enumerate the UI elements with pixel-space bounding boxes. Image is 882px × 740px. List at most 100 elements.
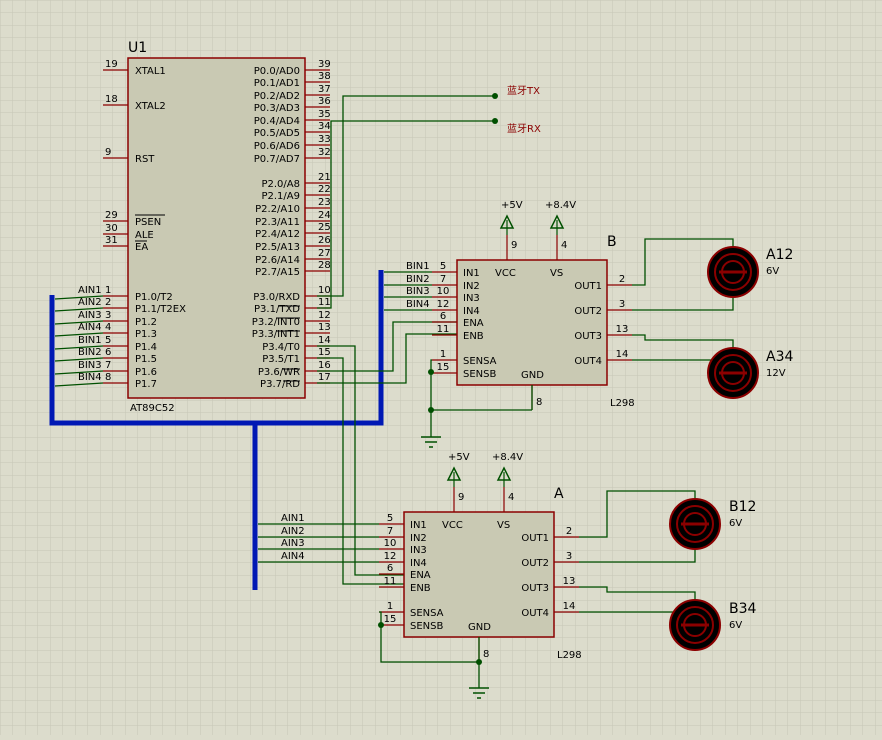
u1-pin-number: 39 <box>318 59 331 70</box>
u1-pin-number: 17 <box>318 372 331 383</box>
net-label: BIN2 <box>406 274 430 285</box>
u1-pin-number: 9 <box>105 147 111 158</box>
driver-pin-number: 1 <box>387 601 393 612</box>
net-label: AIN1 <box>281 513 305 524</box>
motor-voltage: 6V <box>729 518 742 529</box>
u1-pin-number: 37 <box>318 84 331 95</box>
driver-pin-number: 7 <box>440 274 446 285</box>
driver-pin-name: OUT2 <box>521 558 549 569</box>
driver-pin-name: IN2 <box>410 533 427 544</box>
driver-pin-name: OUT4 <box>574 356 602 367</box>
u1-pin-number: 5 <box>105 335 111 346</box>
u1-pin-name: P3.5/T1 <box>262 354 300 365</box>
bt-rx-terminal[interactable] <box>492 118 498 124</box>
vcc-label: VCC <box>442 520 463 531</box>
u1-pin-name: P0.6/AD6 <box>254 141 300 152</box>
net-label: BIN4 <box>78 372 102 383</box>
u1-pin-number: 23 <box>318 197 331 208</box>
driver-pin-name: ENB <box>463 331 484 342</box>
u1-pin-name: P2.1/A9 <box>261 191 300 202</box>
driver-pin-number: 15 <box>437 362 450 373</box>
motor-ref: A34 <box>766 349 793 365</box>
driver-b-component[interactable]: BL2985IN17IN210IN312IN46ENA11ENB1SENSA15… <box>384 200 635 448</box>
driver-pin-number: 13 <box>616 324 629 335</box>
driver-pin-number: 12 <box>437 299 450 310</box>
driver-pin-number: 3 <box>619 299 625 310</box>
u1-pin-name: P2.3/A11 <box>255 217 300 228</box>
ground-icon <box>469 687 489 699</box>
u1-pin-number: 24 <box>318 210 331 221</box>
u1-component[interactable]: U1 AT89C52 19XTAL118XTAL29RST29PSEN30ALE… <box>103 40 331 414</box>
u1-pin-name: P1.6 <box>135 367 157 378</box>
u1-pin-number: 34 <box>318 121 331 132</box>
control-wiring[interactable] <box>317 321 457 585</box>
bt-tx-terminal[interactable] <box>492 93 498 99</box>
u1-pin-number: 7 <box>105 360 111 371</box>
bluetooth-wiring[interactable]: 蓝牙TX 蓝牙RX <box>317 85 541 309</box>
driver-pin-name: OUT4 <box>521 608 549 619</box>
driver-pin-number: 15 <box>384 614 397 625</box>
u1-pin-name: P2.7/A15 <box>255 267 300 278</box>
junction <box>378 622 384 628</box>
driver-pin-name: OUT1 <box>574 281 602 292</box>
u1-pin-name: P1.5 <box>135 354 157 365</box>
bus-line[interactable] <box>49 270 384 590</box>
power-5v-icon <box>499 214 515 229</box>
u1-pin-number: 4 <box>105 322 111 333</box>
driver-pin-number: 2 <box>619 274 625 285</box>
u1-pin-number: 8 <box>105 372 111 383</box>
u1-pin-name: P1.4 <box>135 342 157 353</box>
u1-pin-number: 19 <box>105 59 118 70</box>
u1-pin-name: P1.7 <box>135 379 157 390</box>
u1-body[interactable] <box>127 57 306 399</box>
u1-pin-name: P1.0/T2 <box>135 292 173 303</box>
u1-pin-name: PSEN <box>135 217 161 228</box>
u1-pin-name: P0.4/AD4 <box>254 116 300 127</box>
gnd-label: GND <box>468 622 491 633</box>
u1-pin-name: P2.4/A12 <box>255 229 300 240</box>
u1-pin-number: 16 <box>318 360 331 371</box>
u1-pin-number: 2 <box>105 297 111 308</box>
vs-label: VS <box>550 268 563 279</box>
bus-entry <box>54 345 104 350</box>
driver-pin-name: ENB <box>410 583 431 594</box>
driver-pin-name: SENSB <box>463 369 496 380</box>
bus-entry <box>54 295 104 300</box>
driver-pin-name: SENSA <box>410 608 444 619</box>
u1-pin-name: P0.7/AD7 <box>254 154 300 165</box>
u1-pin-number: 12 <box>318 310 331 321</box>
u1-pin-name: P0.2/AD2 <box>254 91 300 102</box>
u1-ref: U1 <box>128 40 147 56</box>
u1-pin-name: P1.2 <box>135 317 157 328</box>
supply-84v-label: +8.4V <box>545 200 576 211</box>
bus-entry <box>54 357 104 362</box>
driver-pin-name: IN3 <box>410 545 427 556</box>
junction <box>476 659 482 665</box>
driver-a-component[interactable]: AL2985IN17IN210IN312IN46ENA11ENB1SENSA15… <box>258 452 582 699</box>
u1-pin-name: P2.2/A10 <box>255 204 300 215</box>
driver-pin-number: 12 <box>384 551 397 562</box>
driver-pin-name: ENA <box>463 318 484 329</box>
net-label: AIN3 <box>281 538 305 549</box>
supply-5v-label: +5V <box>448 452 470 463</box>
driver-a-body[interactable] <box>403 511 555 638</box>
u1-pin-name: EA <box>135 242 148 253</box>
driver-pin-number: 10 <box>384 538 397 549</box>
driver-pin-number: 5 <box>387 513 393 524</box>
driver-pin-name: IN4 <box>410 558 427 569</box>
driver-pin-name: OUT2 <box>574 306 602 317</box>
driver-b-body[interactable] <box>456 259 608 386</box>
driver-part: L298 <box>610 398 635 409</box>
u1-pin-name: ALE <box>135 230 154 241</box>
driver-pin-name: IN1 <box>463 268 480 279</box>
net-label: BIN1 <box>406 261 430 272</box>
net-label: BIN1 <box>78 335 102 346</box>
